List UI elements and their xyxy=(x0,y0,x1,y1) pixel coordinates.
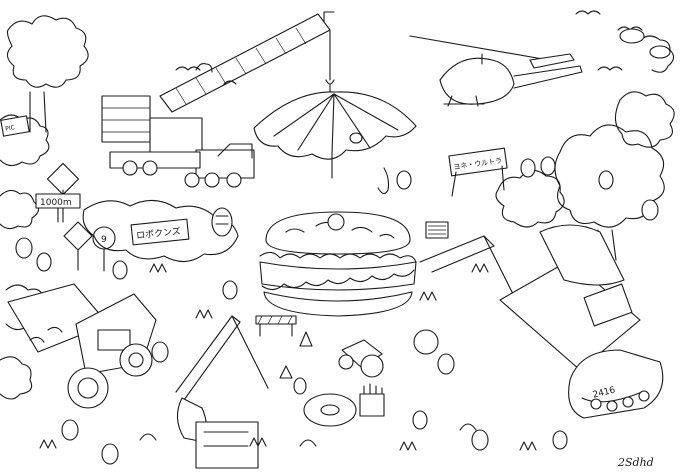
pickup-sign-text: PIC xyxy=(5,124,16,133)
roadside-signs: PIC 1000m 9 xyxy=(1,116,115,271)
small-creatures xyxy=(16,157,658,464)
road-barriers xyxy=(256,316,312,378)
tracked-excavator: 2416 xyxy=(420,225,663,418)
birds-top xyxy=(176,11,670,84)
banner-sign: ヨネ・ウルトラ xyxy=(426,148,507,238)
crane-truck xyxy=(102,12,334,187)
road-number-text: 9 xyxy=(101,235,107,245)
helicopter xyxy=(410,36,582,106)
dump-truck xyxy=(8,284,156,408)
grass-tufts xyxy=(40,264,536,450)
excavator-arm xyxy=(176,316,268,468)
giant-hamburger xyxy=(260,212,416,316)
distance-sign-text: 1000m xyxy=(40,198,72,208)
toy-tractor xyxy=(339,340,383,377)
donut-and-snacks xyxy=(304,330,438,426)
wooden-sign-hill: ロボクンズ xyxy=(83,200,238,261)
flower-parasol xyxy=(254,92,416,194)
artist-signature: 2Sdhd xyxy=(617,456,654,469)
